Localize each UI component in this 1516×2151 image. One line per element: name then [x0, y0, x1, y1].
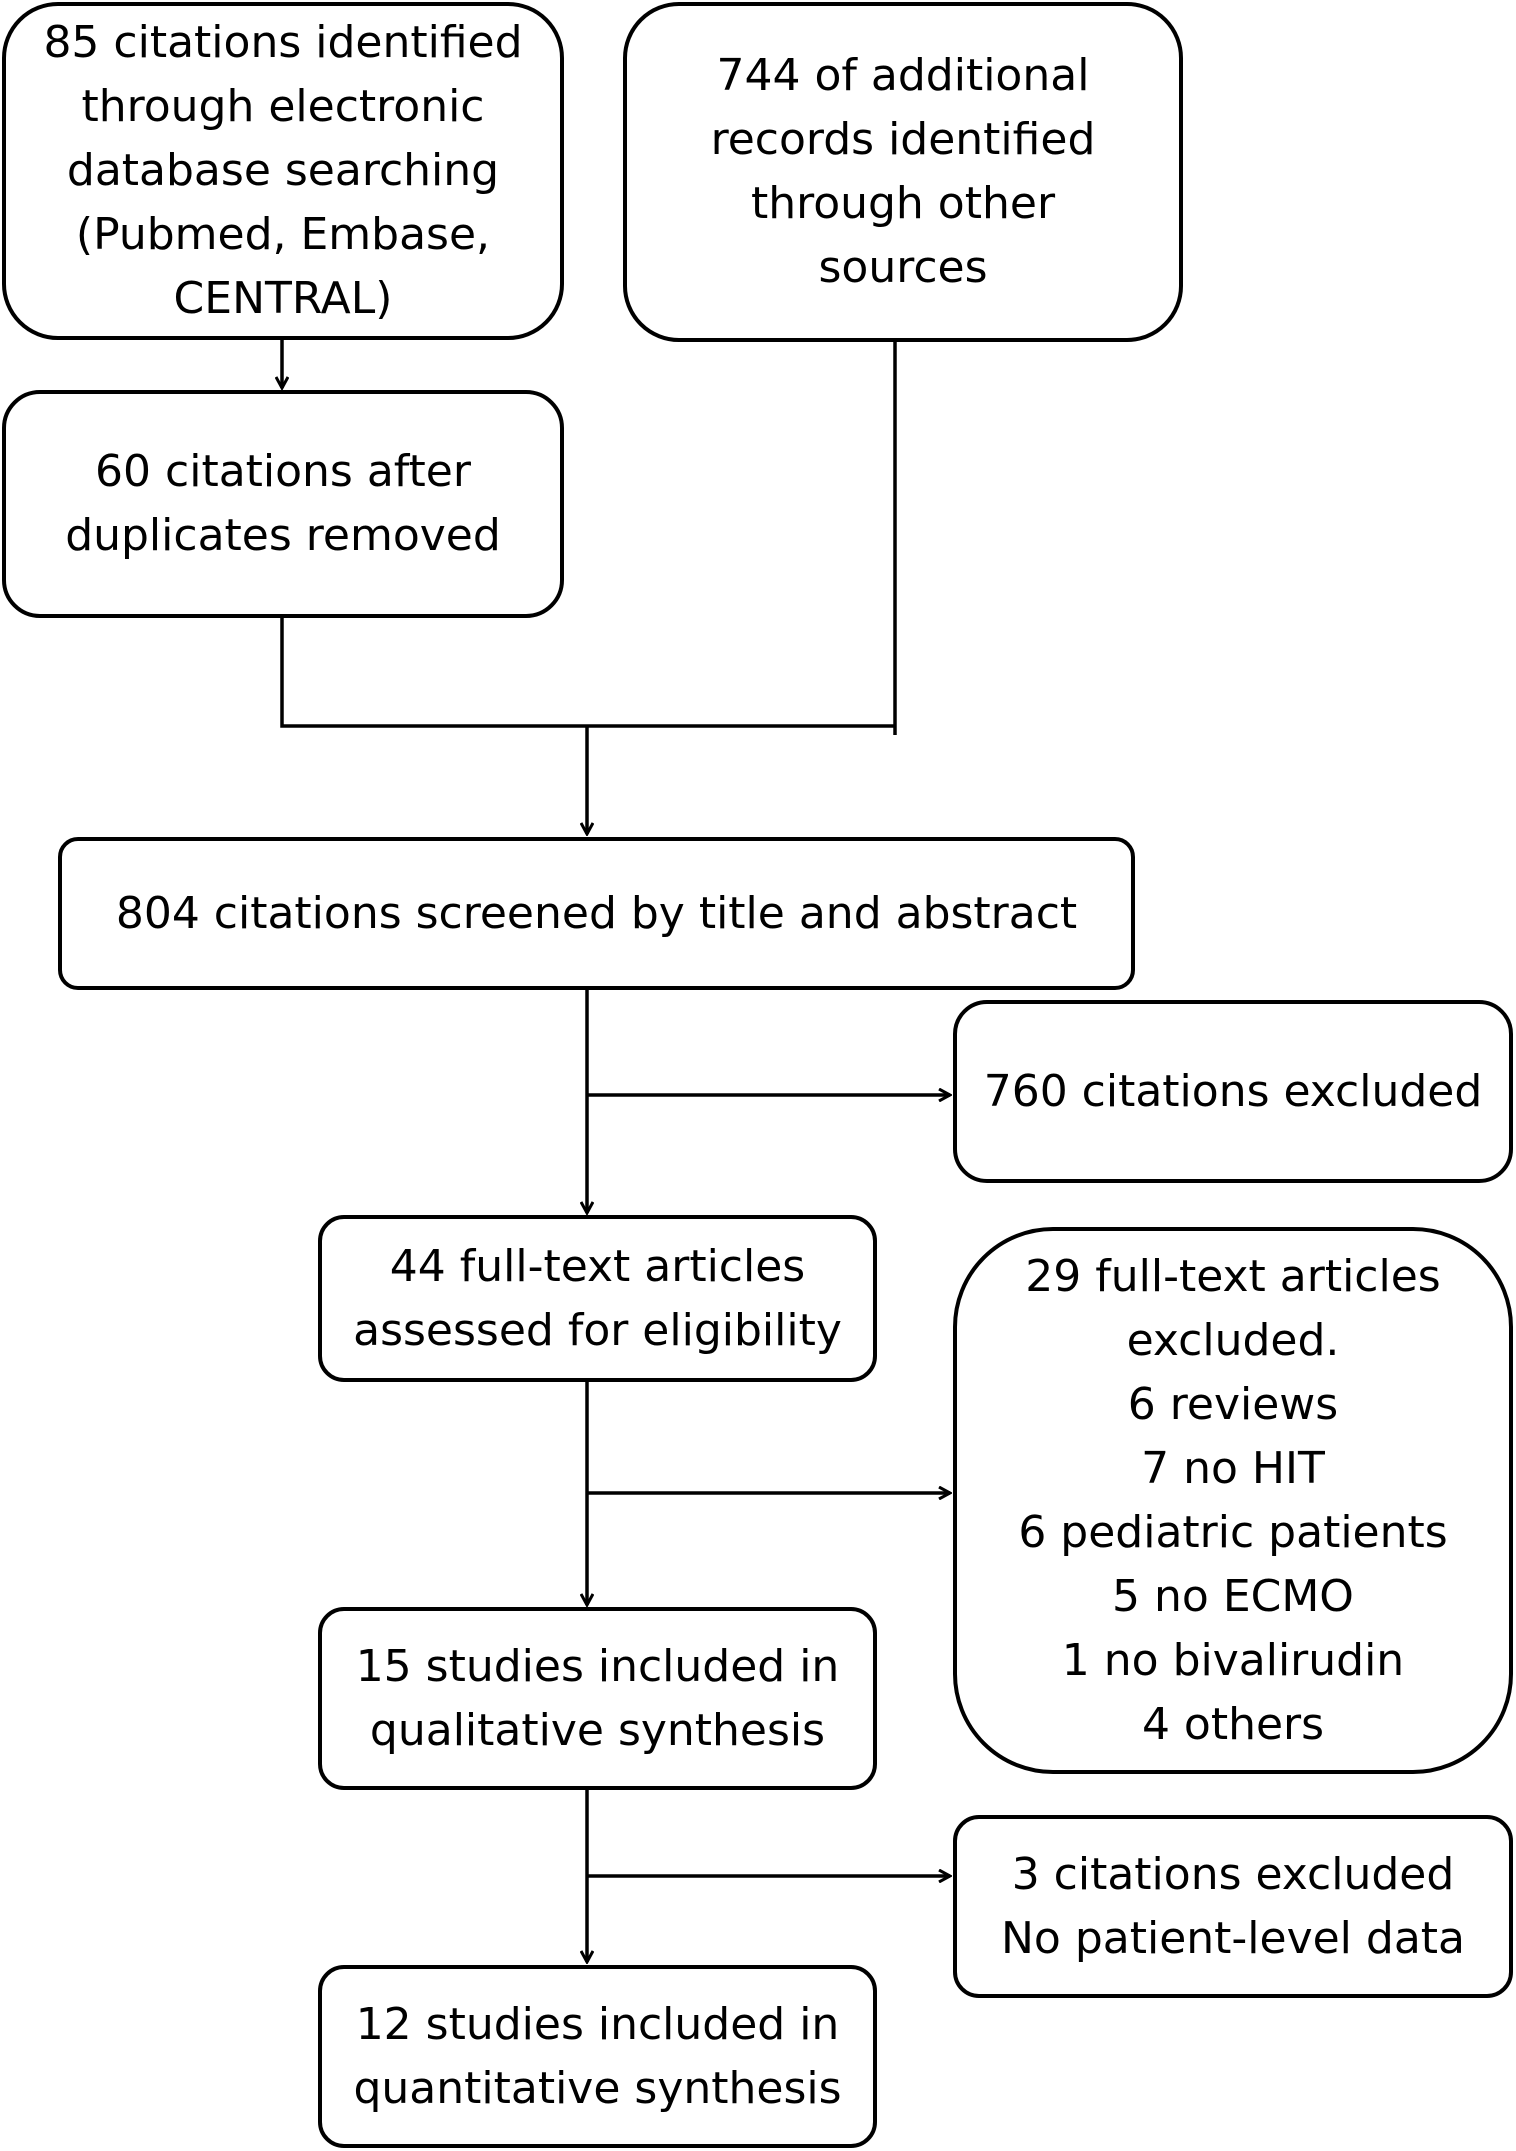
fulltext-excluded-text: 29 full-text articles excluded. 6 review…: [1018, 1250, 1448, 1750]
other-sources-text: 744 of additional records identified thr…: [710, 50, 1096, 293]
excluded-patient-data-box: 3 citations excluded No patient-level da…: [953, 1815, 1513, 1998]
fulltext-assessed-box: 44 full-text articles assessed for eligi…: [318, 1215, 877, 1382]
line-duplicates-merge: [280, 618, 895, 728]
fulltext-excluded-box: 29 full-text articles excluded. 6 review…: [953, 1227, 1513, 1774]
database-search-text: 85 citations identified through electron…: [43, 17, 523, 324]
excluded-screening-box: 760 citations excluded: [953, 1000, 1513, 1183]
database-search-box: 85 citations identified through electron…: [2, 2, 564, 340]
quantitative-box: 12 studies included in quantitative synt…: [318, 1965, 877, 2148]
after-duplicates-text: 60 citations after duplicates removed: [65, 446, 501, 561]
qualitative-box: 15 studies included in qualitative synth…: [318, 1607, 877, 1790]
screened-text: 804 citations screened by title and abst…: [115, 887, 1078, 939]
excluded-patient-data-text: 3 citations excluded No patient-level da…: [1001, 1848, 1465, 1964]
qualitative-text: 15 studies included in qualitative synth…: [355, 1640, 840, 1756]
screened-box: 804 citations screened by title and abst…: [58, 837, 1135, 990]
fulltext-assessed-text: 44 full-text articles assessed for eligi…: [353, 1240, 842, 1356]
after-duplicates-box: 60 citations after duplicates removed: [2, 390, 564, 618]
other-sources-box: 744 of additional records identified thr…: [623, 2, 1183, 342]
excluded-screening-text: 760 citations excluded: [983, 1065, 1483, 1117]
quantitative-text: 12 studies included in quantitative synt…: [353, 1998, 842, 2114]
